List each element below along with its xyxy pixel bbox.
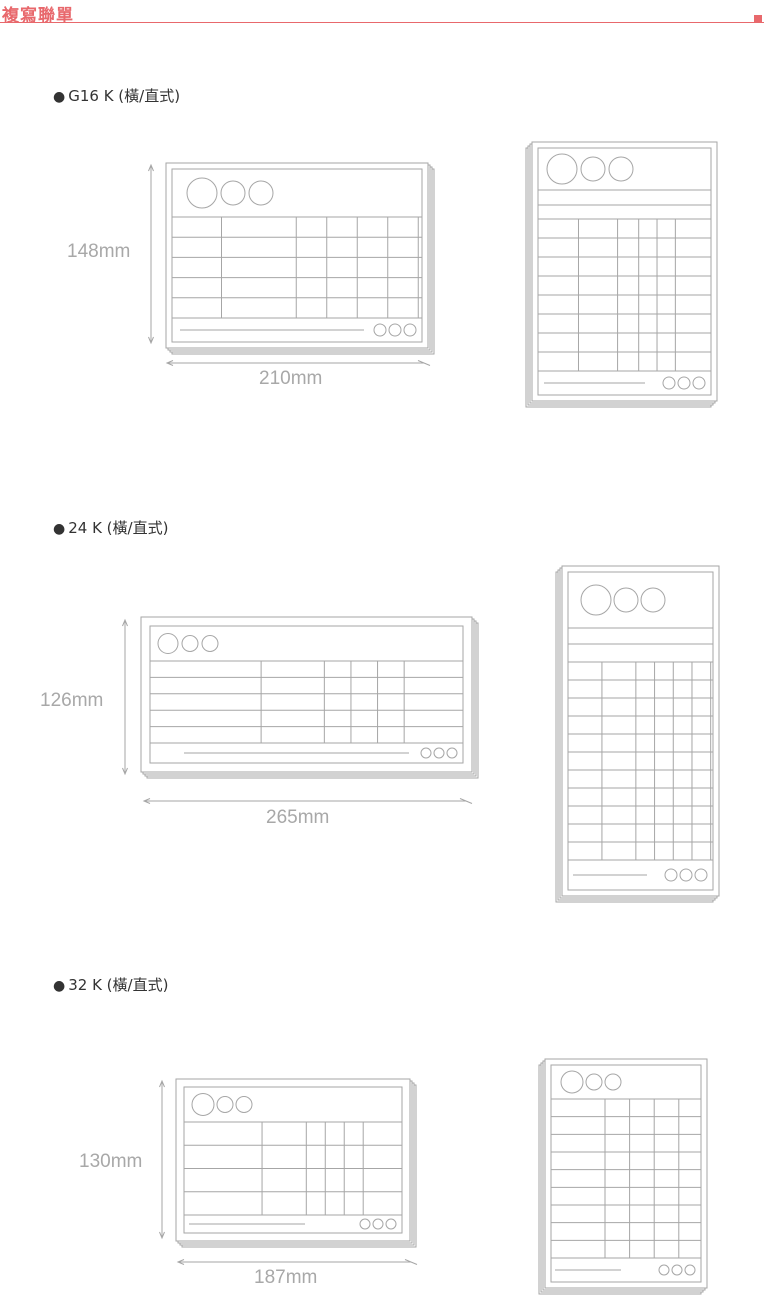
- dimension-width-32k: [176, 1259, 418, 1265]
- footer-circle-icon: [403, 323, 417, 337]
- arrow-up-icon: [122, 618, 128, 627]
- logo-circle-icon: [248, 180, 274, 206]
- logo-circle-icon: [201, 635, 219, 652]
- arrow-up-icon: [148, 163, 154, 172]
- logo-circle-icon: [640, 587, 666, 613]
- section-label-g16k: ●G16 K (橫/直式): [53, 87, 181, 105]
- form-border: [171, 168, 423, 343]
- footer-circle-icon: [385, 1218, 397, 1230]
- dim-height-g16k: 148mm: [67, 241, 131, 262]
- logo-circle-icon: [580, 156, 606, 182]
- logo-circle-icon: [585, 1073, 603, 1091]
- logo-circle-icon: [181, 635, 199, 652]
- arrow-down-icon: [159, 1231, 165, 1240]
- header-square-mark: [754, 15, 762, 23]
- arrow-down-icon: [122, 767, 128, 776]
- dim-height-32k: 130mm: [79, 1151, 143, 1172]
- page-title: 複寫聯單: [2, 6, 74, 26]
- pad-g16k-portrait: [525, 141, 718, 408]
- dimension-height-24k: [122, 618, 128, 776]
- logo-circle-icon: [220, 180, 246, 206]
- logo-circle-icon: [604, 1073, 622, 1091]
- arrow-left-icon: [142, 798, 151, 804]
- header-bar: 複寫聯單: [0, 0, 764, 26]
- section-label-24k: ●24 K (橫/直式): [53, 519, 169, 537]
- footer-circle-icon: [446, 747, 458, 759]
- form-border: [550, 1064, 702, 1283]
- arrow-right-icon: [404, 1259, 418, 1265]
- footer-circle-icon: [694, 868, 708, 882]
- bullet-icon: ●: [53, 521, 66, 537]
- footer-circle-icon: [684, 1264, 696, 1276]
- arrow-left-icon: [165, 360, 174, 366]
- footer-circle-icon: [664, 868, 678, 882]
- form-border: [537, 147, 712, 396]
- footer-circle-icon: [679, 868, 693, 882]
- footer-circle-icon: [373, 323, 387, 337]
- pad-24k-landscape: [140, 616, 479, 779]
- footer-circle-icon: [658, 1264, 670, 1276]
- logo-circle-icon: [186, 177, 218, 209]
- form-border: [183, 1086, 403, 1234]
- arrow-down-icon: [148, 336, 154, 345]
- logo-circle-icon: [235, 1096, 253, 1113]
- header-underline: [0, 22, 764, 23]
- dimension-height-g16k: [148, 163, 154, 345]
- pad-32k-landscape: [175, 1078, 417, 1248]
- logo-circle-icon: [216, 1096, 234, 1113]
- section-label-32k: ●32 K (橫/直式): [53, 976, 169, 994]
- dim-width-24k: 265mm: [266, 807, 330, 828]
- footer-circle-icon: [420, 747, 432, 759]
- footer-circle-icon: [388, 323, 402, 337]
- logo-circle-icon: [608, 156, 634, 182]
- arrow-up-icon: [159, 1079, 165, 1088]
- form-border: [149, 625, 464, 764]
- dimension-height-32k: [159, 1079, 165, 1240]
- pad-32k-portrait: [538, 1058, 708, 1295]
- logo-circle-icon: [560, 1070, 584, 1094]
- logo-circle-icon: [546, 153, 578, 185]
- dim-width-g16k: 210mm: [259, 368, 323, 389]
- logo-circle-icon: [191, 1093, 215, 1116]
- bullet-icon: ●: [53, 89, 66, 105]
- arrow-right-icon: [459, 798, 473, 804]
- pad-24k-portrait: [555, 565, 720, 903]
- footer-circle-icon: [372, 1218, 384, 1230]
- bullet-icon: ●: [53, 978, 66, 994]
- footer-circle-icon: [433, 747, 445, 759]
- footer-circle-icon: [359, 1218, 371, 1230]
- form-border: [567, 571, 714, 891]
- footer-circle-icon: [692, 376, 706, 390]
- logo-circle-icon: [580, 584, 612, 616]
- footer-circle-icon: [662, 376, 676, 390]
- dim-width-32k: 187mm: [254, 1267, 318, 1288]
- arrow-right-icon: [417, 360, 431, 366]
- pad-g16k-landscape: [165, 162, 435, 355]
- logo-circle-icon: [157, 633, 179, 654]
- footer-circle-icon: [671, 1264, 683, 1276]
- footer-circle-icon: [677, 376, 691, 390]
- dimension-width-24k: [142, 798, 473, 804]
- arrow-left-icon: [176, 1259, 185, 1265]
- dim-height-24k: 126mm: [40, 690, 104, 711]
- logo-circle-icon: [613, 587, 639, 613]
- dimension-width-g16k: [165, 360, 431, 366]
